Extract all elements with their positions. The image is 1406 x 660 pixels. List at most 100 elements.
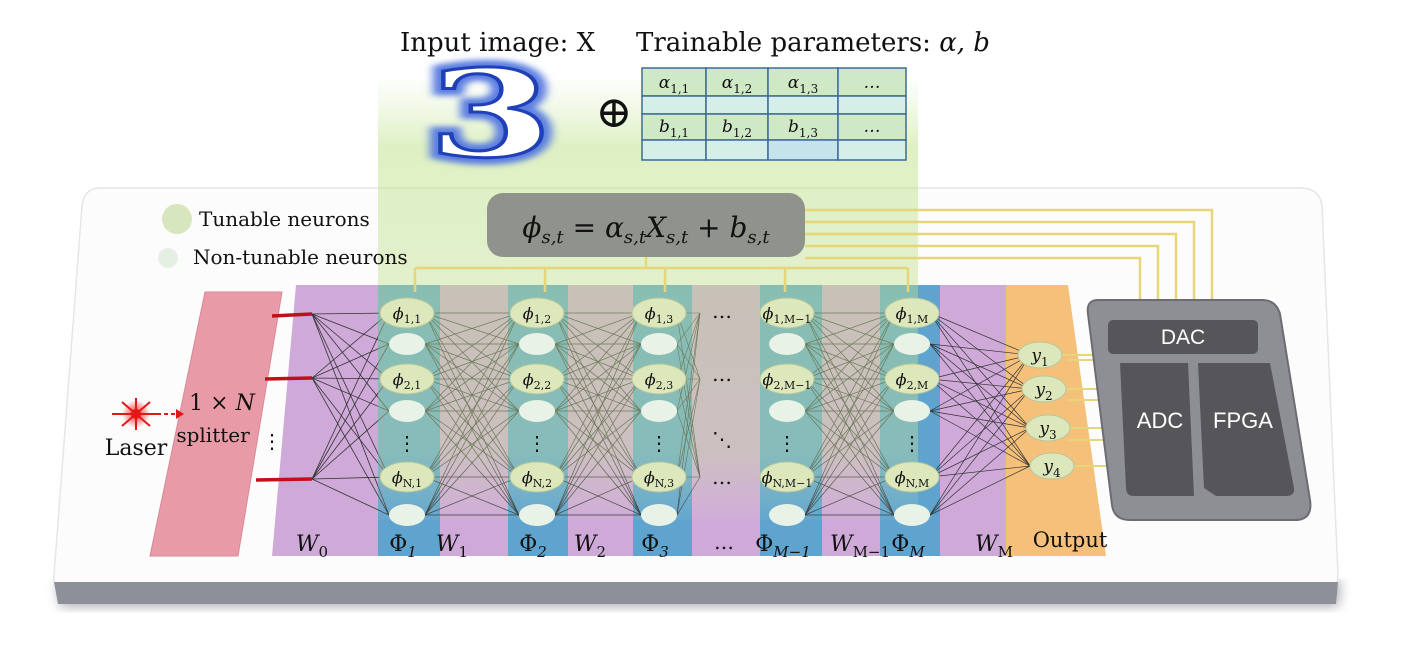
mesh-link [929,354,1031,380]
neuron-label: ϕ2,M [896,370,929,392]
weight-label: W0 [296,532,328,561]
mesh-link [311,343,390,480]
weight-label: W2 [574,532,606,561]
tunable-neuron [379,461,435,493]
param-b: b1,3 [788,117,818,140]
tunable-neuron [884,363,940,395]
param-cell [705,67,769,97]
formula-text: ϕs,t = αs,tXs,t + bs,t [522,211,770,248]
output-neuron [1025,414,1071,442]
tunable-neuron [759,461,815,493]
weight-band-edge [272,285,313,556]
adc-block [1120,363,1194,496]
param-cell [767,139,839,161]
mesh-link [929,388,1031,516]
mesh-link [929,427,1031,516]
tunable-neuron [509,461,565,493]
mesh-link [311,313,390,516]
neuron-label: ϕN,3 [644,468,674,490]
non-tunable-neuron [769,400,805,422]
neuron-label: ϕ2,3 [645,370,673,392]
column-ellipsis: ⋮ [527,431,547,455]
output-neuron-label: y3 [1038,419,1056,442]
param-cell [837,139,907,161]
neuron-label: ϕ1,M [896,304,929,326]
non-tunable-neuron [894,400,930,422]
laser-label: Laser [105,436,168,461]
neuron-label: ϕ2,1 [393,370,421,392]
neuron-grid: ϕ1,1 ϕ2,1 ⋮ ϕN,1 ϕ1,2 ϕ2,2 ⋮ ϕN,2 ϕ1,3 ϕ2,3 ⋮ ϕN,3 ϕ… [379,297,1075,526]
weight-label: WM−1 [830,532,890,561]
weight-label: WM [975,532,1013,561]
neuron-label: ϕ1,3 [645,304,673,326]
param-alpha: α1,1 [659,73,690,96]
param-cell [641,139,707,161]
mesh-link [311,378,390,480]
non-tunable-neuron [894,333,930,355]
neuron-label: ϕN,1 [392,468,422,490]
bottom-gap-ellipsis: … [714,530,734,554]
oplus-symbol: ⊕ [596,87,633,138]
mesh-link [311,313,390,412]
output-label: Output [1033,528,1108,552]
mesh-link [929,312,1031,467]
mesh-link [311,343,390,379]
column-ellipsis: ⋮ [397,431,417,455]
formula-box: ϕs,t = αs,tXs,t + bs,t [487,193,805,257]
mesh-link [929,410,1031,467]
mesh-link [311,478,390,516]
mesh-link [929,388,1031,478]
mesh-link [929,378,1031,467]
phase-layer-label: ΦM [891,532,925,561]
non-tunable-neuron [519,504,555,526]
mesh-link [929,343,1031,429]
legend: Tunable neurons Non-tunable neurons [158,204,408,269]
adc-label: ADC [1137,408,1184,433]
mesh-link [311,312,390,480]
neuron-label: ϕ1,2 [523,304,551,326]
neuron-label: ϕ1,1 [393,304,421,326]
mesh-link [929,343,1031,467]
svg-text:3: 3 [428,44,553,185]
non-tunable-neuron [389,400,425,422]
non-tunable-neuron [769,504,805,526]
mesh-link [929,465,1031,516]
mesh-link [929,312,1031,429]
output-neuron-label: y4 [1042,457,1061,480]
param-cell [767,113,839,141]
non-tunable-neuron [519,400,555,422]
tunable-neuron [509,297,565,329]
mesh-link [929,343,1031,356]
param-cell [837,95,907,115]
neuron-label: ϕN,2 [522,468,552,490]
param-b: b1,1 [659,117,689,140]
tunable-neuron [379,363,435,395]
neuron-label: ϕN,M [895,468,930,490]
neuron-label: ϕN,M−1 [762,468,813,490]
mesh-link [929,378,1031,390]
gap-ellipsis: ⋱ [712,427,732,451]
input-image-label: Input image: X [400,28,596,58]
mesh-link [929,388,1031,412]
mesh-link [311,377,390,380]
mesh-link [929,354,1031,412]
splitter: 1 × N splitter ⋮ [149,291,313,557]
column-ellipsis: ⋮ [649,431,669,455]
mesh-link [311,312,390,379]
param-cell [767,95,839,115]
param-alpha: … [864,73,881,93]
param-cell [705,139,769,161]
mesh-link [929,410,1031,429]
tunable-neuron [509,363,565,395]
mesh-link [311,377,390,516]
dac-block [1108,320,1258,354]
tunable-neuron [631,297,687,329]
non-tunable-neuron [769,333,805,355]
param-cell [705,95,769,115]
mesh-link [311,410,390,480]
phase-layer-label: Φ2 [519,532,547,561]
neuron-label: ϕ2,2 [523,370,551,392]
output-neuron-label: y2 [1034,380,1052,403]
